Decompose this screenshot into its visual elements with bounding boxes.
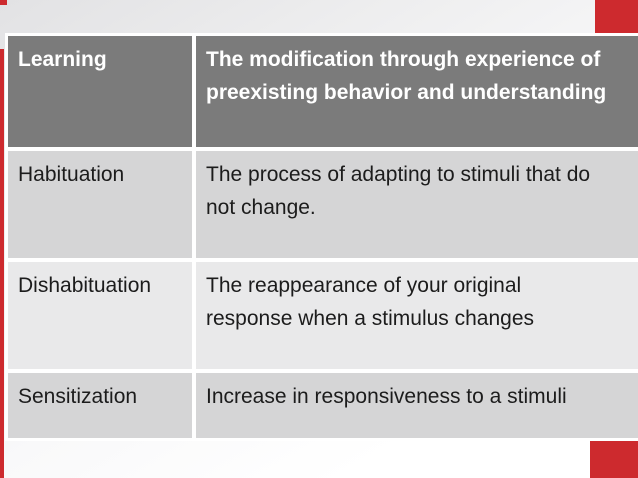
term-cell-learning: Learning [8, 36, 192, 147]
definition-cell-sensitization: Increase in responsiveness to a stimuli [196, 373, 638, 438]
definition-cell-habituation: The process of adapting to stimuli that … [196, 151, 638, 258]
term-cell-habituation: Habituation [8, 151, 192, 258]
term-cell-dishabituation: Dishabituation [8, 262, 192, 369]
definition-cell-learning: The modification through experience of p… [196, 36, 638, 147]
term-cell-sensitization: Sensitization [8, 373, 192, 438]
red-accent-top-right [595, 0, 638, 35]
red-accent-top-left [0, 0, 7, 5]
red-accent-bottom-right [590, 435, 638, 478]
definition-cell-dishabituation: The reappearance of your original respon… [196, 262, 638, 369]
red-accent-left-bar [0, 49, 4, 478]
definitions-table: Learning The modification through experi… [5, 33, 638, 441]
